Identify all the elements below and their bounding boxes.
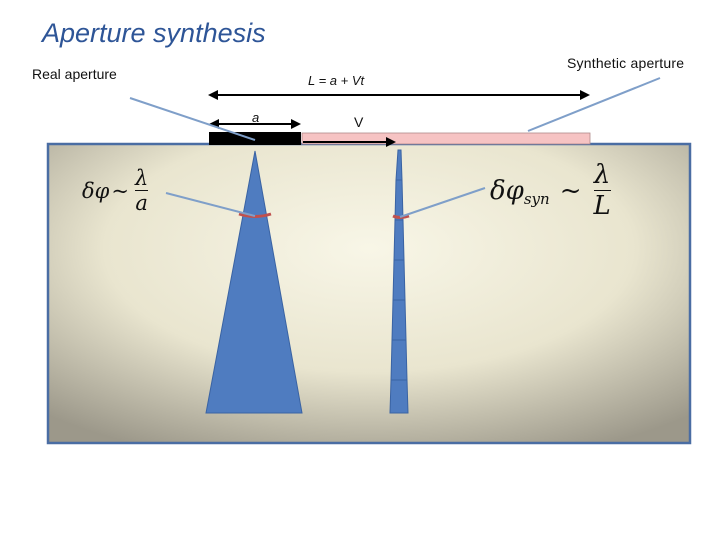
formula-lhs: δφ [82, 178, 110, 203]
real-aperture-beam [205, 150, 303, 414]
real-aperture-pointer [129, 97, 256, 141]
synthetic-aperture-bar [301, 132, 591, 145]
synthetic-aperture-beam [389, 149, 409, 414]
formula-denominator: a [135, 191, 148, 215]
synthetic-beam-steps [391, 179, 407, 381]
real-antenna [209, 132, 301, 145]
real-aperture-label: Real aperture [32, 66, 117, 82]
real-beamwidth-marker [238, 212, 272, 218]
formula-synthetic-pointer [399, 187, 486, 218]
slide-title: Aperture synthesis [42, 18, 266, 48]
formula-subscript: syn [523, 189, 550, 208]
formula-fraction: λ L [593, 160, 611, 221]
formula-numerator: λ [134, 166, 149, 190]
formula-lhs: δφ [490, 175, 524, 206]
synthetic-aperture-pointer [527, 77, 661, 132]
formula-real-pointer [165, 192, 256, 217]
formula-tilde: ~ [111, 178, 129, 203]
L-equation-label: L = a + Vt [308, 73, 365, 88]
formula-denominator: L [593, 191, 611, 221]
synthetic-beamwidth-formula: δφ syn ~ λ L [490, 160, 611, 221]
formula-numerator: λ [593, 160, 611, 190]
V-label: V [354, 114, 364, 130]
formula-fraction: λ a [134, 166, 149, 215]
real-beamwidth-formula: δφ ~ λ a [82, 166, 149, 215]
formula-tilde: ~ [559, 175, 582, 206]
synthetic-aperture-label: Synthetic aperture [567, 55, 685, 71]
a-label: a [252, 110, 260, 125]
